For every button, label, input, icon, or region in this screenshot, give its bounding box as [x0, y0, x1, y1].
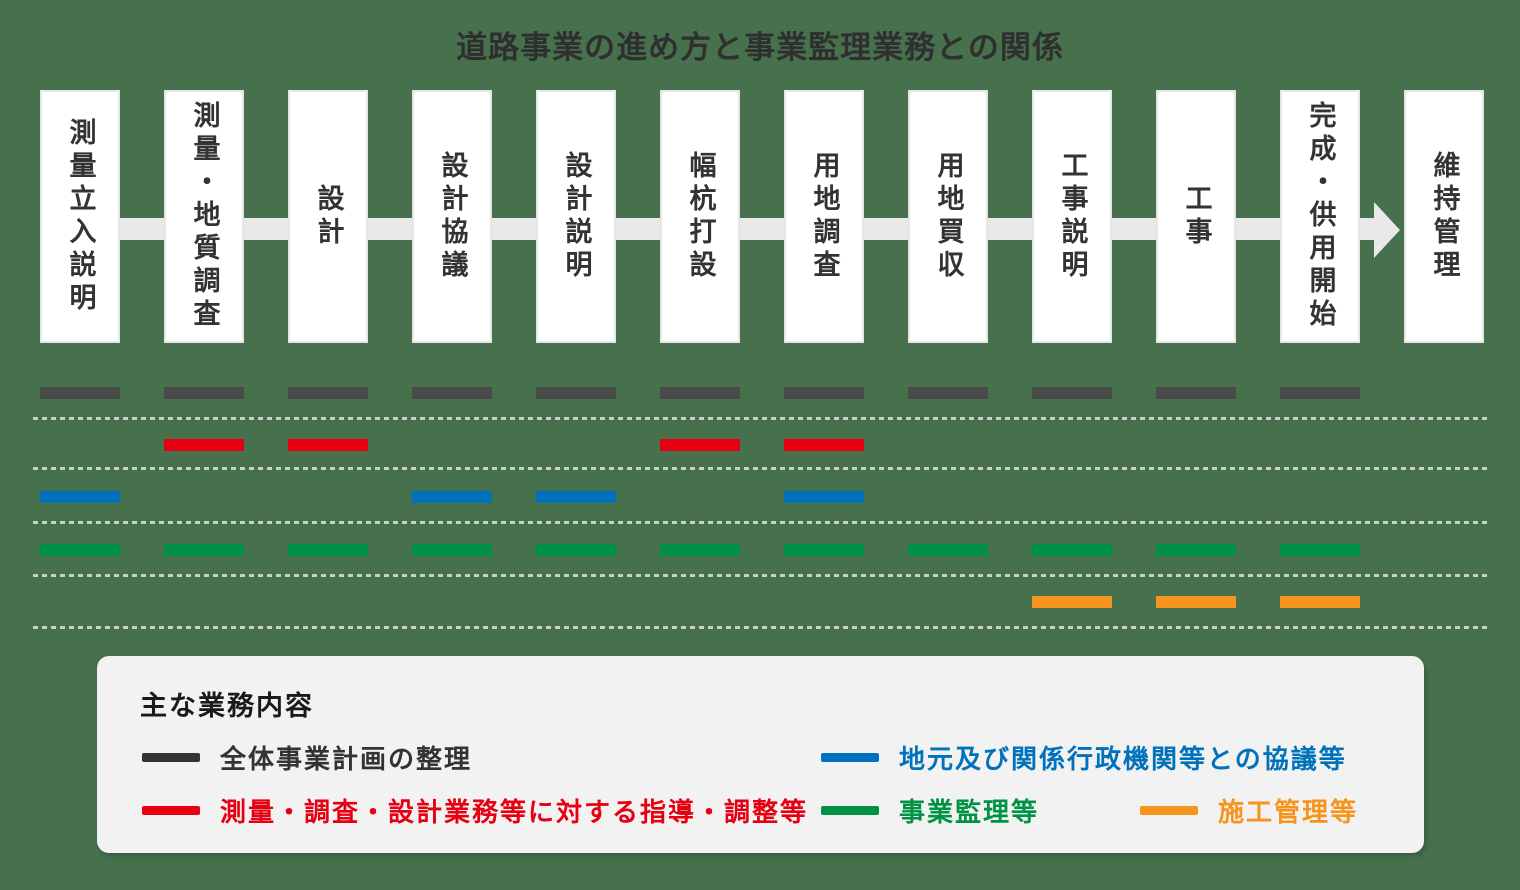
flow-step-2: 測量・地質調査: [164, 90, 244, 343]
flow-step-label: 測量・地質調査: [189, 101, 220, 332]
project-supervision-bar: [164, 544, 244, 556]
legend-item-construction-management: 施工管理等: [1140, 794, 1359, 827]
project-supervision-bar: [1280, 544, 1360, 556]
local-agency-consultation-bar: [412, 491, 492, 503]
overall-project-plan-bar: [412, 387, 492, 399]
flow-step-label: 用地調査: [809, 150, 840, 283]
project-supervision-bar: [660, 544, 740, 556]
project-supervision-bar: [536, 544, 616, 556]
flow-step-12: 維持管理: [1404, 90, 1484, 343]
legend-label: 施工管理等: [1218, 796, 1359, 827]
dotted-separator: [33, 417, 1488, 420]
project-supervision-bar: [908, 544, 988, 556]
orange-swatch-icon: [1140, 805, 1198, 815]
flow: 測量立入説明 測量・地質調査 設計 設計協議 設計説明 幅杭打設 用地調査 用地買収 工事説明 工…: [0, 0, 1520, 360]
flow-step-label: 設計: [313, 183, 344, 250]
project-supervision-bar: [40, 544, 120, 556]
project-supervision-bar: [1032, 544, 1112, 556]
legend-label: 測量・調査・設計業務等に対する指導・調整等: [220, 796, 809, 827]
dotted-separator: [33, 521, 1488, 524]
gray-swatch-icon: [142, 752, 200, 762]
flow-step-label: 完成・供用開始: [1305, 101, 1336, 332]
overall-project-plan-bar: [660, 387, 740, 399]
project-supervision-bar: [1156, 544, 1236, 556]
flow-step-6: 幅杭打設: [660, 90, 740, 343]
red-swatch-icon: [142, 805, 200, 815]
flow-step-label: 工事: [1181, 183, 1212, 250]
survey-design-guidance-bar: [784, 439, 864, 451]
overall-project-plan-bar: [536, 387, 616, 399]
flow-step-5: 設計説明: [536, 90, 616, 343]
project-supervision-bar: [784, 544, 864, 556]
green-swatch-icon: [821, 805, 879, 815]
survey-design-guidance-bar: [164, 439, 244, 451]
local-agency-consultation-bar: [536, 491, 616, 503]
flow-step-9: 工事説明: [1032, 90, 1112, 343]
diagram-title: 道路事業の進め方と事業監理業務との関係: [456, 30, 1064, 65]
flow-step-label: 設計協議: [437, 150, 468, 283]
flow-step-3: 設計: [288, 90, 368, 343]
flow-step-4: 設計協議: [412, 90, 492, 343]
overall-project-plan-bar: [1156, 387, 1236, 399]
legend-item-overall-project-plan: 全体事業計画の整理: [142, 741, 473, 774]
overall-project-plan-bar: [288, 387, 368, 399]
local-agency-consultation-bar: [784, 491, 864, 503]
flow-step-label: 設計説明: [561, 150, 592, 283]
flow-step-8: 用地買収: [908, 90, 988, 343]
construction-management-bar: [1032, 596, 1112, 608]
overall-project-plan-bar: [40, 387, 120, 399]
flow-step-1: 測量立入説明: [40, 90, 120, 343]
overall-project-plan-bar: [1032, 387, 1112, 399]
flow-step-label: 工事説明: [1057, 150, 1088, 283]
legend-item-local-agency-consultation: 地元及び関係行政機関等との協議等: [821, 741, 1347, 774]
construction-management-bar: [1280, 596, 1360, 608]
project-supervision-bar: [412, 544, 492, 556]
legend-label: 全体事業計画の整理: [220, 743, 473, 774]
legend-box: 主な業務内容 全体事業計画の整理 測量・調査・設計業務等に対する指導・調整等 地…: [97, 656, 1424, 853]
local-agency-consultation-bar: [40, 491, 120, 503]
flow-step-label: 維持管理: [1429, 150, 1460, 283]
overall-project-plan-bar: [1280, 387, 1360, 399]
construction-management-bar: [1156, 596, 1236, 608]
overall-project-plan-bar: [164, 387, 244, 399]
legend-label: 事業監理等: [899, 796, 1040, 827]
overall-project-plan-bar: [784, 387, 864, 399]
legend-item-survey-design-guidance: 測量・調査・設計業務等に対する指導・調整等: [142, 794, 809, 827]
blue-swatch-icon: [821, 752, 879, 762]
project-supervision-bar: [288, 544, 368, 556]
flow-step-10: 工事: [1156, 90, 1236, 343]
flow-step-label: 測量立入説明: [65, 117, 96, 316]
dotted-separator: [33, 626, 1488, 629]
legend-item-project-supervision: 事業監理等: [821, 794, 1040, 827]
survey-design-guidance-bar: [288, 439, 368, 451]
flow-step-label: 幅杭打設: [685, 150, 716, 283]
flow-arrow-head-icon: [1374, 202, 1400, 258]
legend-heading: 主な業務内容: [140, 691, 314, 721]
dotted-separator: [33, 574, 1488, 577]
legend-label: 地元及び関係行政機関等との協議等: [899, 743, 1347, 774]
dotted-separator: [33, 467, 1488, 470]
overall-project-plan-bar: [908, 387, 988, 399]
flow-step-11: 完成・供用開始: [1280, 90, 1360, 343]
flow-step-label: 用地買収: [933, 150, 964, 283]
flow-step-7: 用地調査: [784, 90, 864, 343]
survey-design-guidance-bar: [660, 439, 740, 451]
